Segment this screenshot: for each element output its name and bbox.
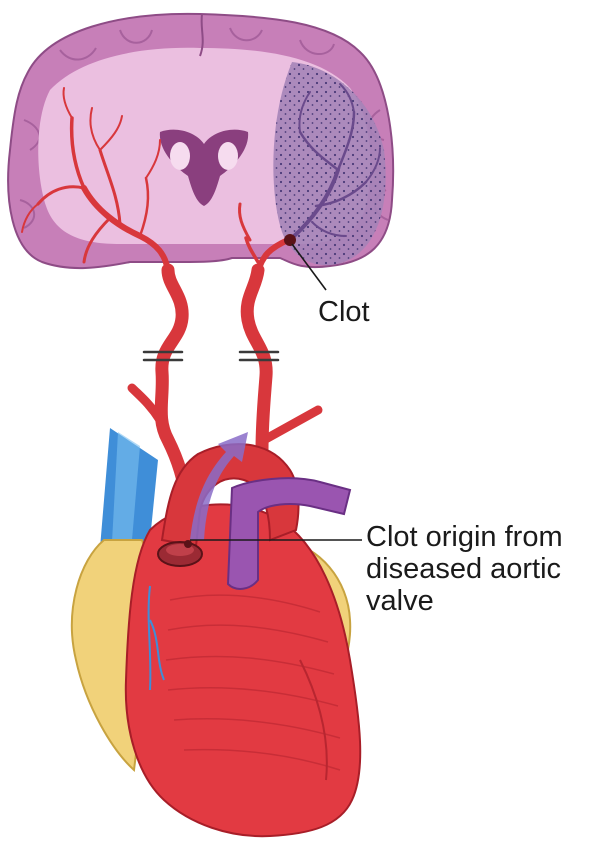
ischemic-artery-branches bbox=[290, 83, 381, 240]
right-carotid-artery bbox=[240, 263, 273, 457]
heart bbox=[70, 428, 362, 838]
left-cerebral-arteries bbox=[21, 87, 171, 275]
valve-clot bbox=[184, 540, 192, 548]
clot-origin-label-line-1: Clot origin from bbox=[366, 521, 563, 553]
vessel-break-marks bbox=[142, 350, 280, 362]
clot-label: Clot bbox=[318, 296, 370, 328]
pulmonary-artery bbox=[226, 477, 352, 590]
clot-origin-label: Clot origin from diseased aortic valve bbox=[366, 521, 563, 617]
clot-origin-label-line-3: valve bbox=[366, 585, 434, 617]
clot-origin-label-line-2: diseased aortic bbox=[366, 553, 562, 585]
carotid-arteries bbox=[127, 263, 323, 507]
clot-leader-line bbox=[291, 243, 327, 291]
left-carotid-artery bbox=[154, 263, 193, 507]
brain-coronal-section bbox=[7, 12, 395, 270]
blood-flow-arrow bbox=[190, 432, 248, 540]
cerebral-clot bbox=[284, 234, 296, 246]
